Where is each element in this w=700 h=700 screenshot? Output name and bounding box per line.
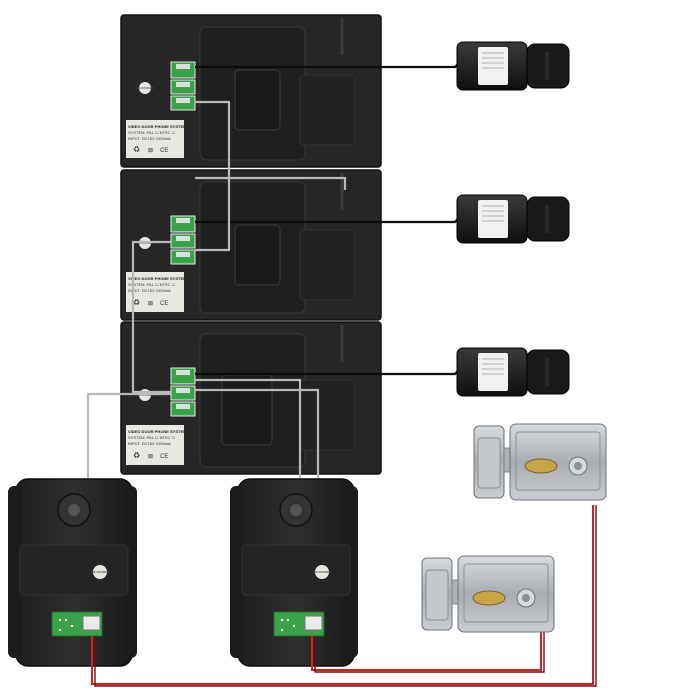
- monitor-3-weee-icon: ⊠: [148, 454, 153, 460]
- monitor-1-ce-icon: CE: [160, 148, 168, 154]
- monitor-2-ce-icon: CE: [160, 301, 168, 307]
- lock-wires-return: [94, 505, 597, 687]
- monitor-1-badge: OS PASSED: [136, 86, 154, 90]
- monitor-3-sticker-line-2: SYSTEM: PAL ☐ NTSC ☐: [128, 435, 176, 440]
- monitor-1-sticker-line-3: INPUT: DC15V 1000mA: [128, 136, 171, 141]
- camera-1-lens-icon: [68, 504, 80, 516]
- camera-1-badge: OS PASSED: [91, 570, 109, 574]
- indoor-monitor-2: OS PASSED VIDEO DOOR PHONE SYSTEM SYSTEM…: [120, 169, 382, 321]
- power-adapter-3: [195, 347, 570, 397]
- lock-wires: [91, 505, 594, 685]
- adapter-3-label: [478, 353, 508, 391]
- power-adapter-1: [195, 41, 570, 91]
- monitor-1-connector-block: [170, 61, 196, 111]
- camera-1-terminal-board: [51, 611, 103, 637]
- monitor-2-recycle-icon: ♻: [133, 298, 140, 307]
- indoor-monitor-3: OS PASSED VIDEO DOOR PHONE SYSTEM SYSTEM…: [120, 321, 382, 475]
- monitor-2-weee-icon: ⊠: [148, 301, 153, 307]
- monitor-1-badge-icon: [139, 82, 151, 94]
- monitor-2-sticker-line-2: SYSTEM: PAL ☐ NTSC ☐: [128, 282, 176, 287]
- lock-2-brand-plate: [472, 590, 506, 606]
- monitor-3-sticker-line-3: INPUT: DC15V 1000mA: [128, 441, 171, 446]
- camera-1-badge-icon: [93, 565, 107, 579]
- adapter-2-label: [478, 200, 508, 238]
- power-adapter-2: [195, 194, 570, 244]
- monitor-1-sticker: VIDEO DOOR PHONE SYSTEM SYSTEM: PAL ☐ NT…: [126, 120, 187, 158]
- monitor-3-sticker: VIDEO DOOR PHONE SYSTEM SYSTEM: PAL ☐ NT…: [126, 425, 187, 465]
- camera-2-badge: OS PASSED: [313, 570, 331, 574]
- camera-2-lens-icon: [290, 504, 302, 516]
- monitor-1-weee-icon: ⊠: [148, 148, 153, 154]
- camera-2-badge-icon: [315, 565, 329, 579]
- door-camera-1: OS PASSED: [8, 478, 137, 667]
- camera-2-terminal-board: [273, 611, 325, 637]
- adapter-1-label: [478, 47, 508, 85]
- monitor-2-sticker-line-1: VIDEO DOOR PHONE SYSTEM: [128, 276, 187, 281]
- monitor-3-connector-block: [170, 367, 196, 417]
- electric-lock-1: [473, 423, 607, 501]
- monitor-3-recycle-icon: ♻: [133, 451, 140, 460]
- monitor-1-recycle-icon: ♻: [133, 145, 140, 154]
- monitor-3-sticker-line-1: VIDEO DOOR PHONE SYSTEM: [128, 429, 187, 434]
- monitor-3-ce-icon: CE: [160, 454, 168, 460]
- monitor-2-sticker: VIDEO DOOR PHONE SYSTEM SYSTEM: PAL ☐ NT…: [126, 272, 187, 312]
- monitor-2-sticker-line-3: INPUT: DC15V 1000mA: [128, 288, 171, 293]
- electric-lock-2: [421, 555, 555, 633]
- monitor-2-connector-block: [170, 215, 196, 265]
- monitor-1-sticker-line-2: SYSTEM: PAL ☐ NTSC ☐: [128, 130, 176, 135]
- door-camera-2: OS PASSED: [230, 478, 358, 667]
- indoor-monitor-1: OS PASSED VIDEO DOOR PHONE SYSTEM SYSTEM…: [120, 14, 382, 168]
- monitor-1-sticker-line-1: VIDEO DOOR PHONE SYSTEM: [128, 124, 187, 129]
- lock-1-brand-plate: [524, 458, 558, 474]
